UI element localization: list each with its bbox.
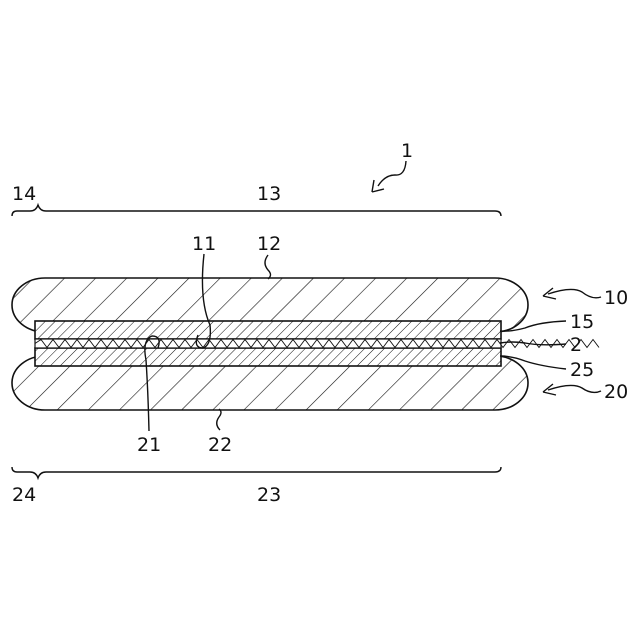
label-upper-inner-surface: 11: [192, 233, 216, 255]
leader-20: [548, 385, 601, 392]
label-upper-outer-surface: 12: [257, 233, 281, 255]
label-lower-outer-surface: 22: [208, 434, 232, 456]
upper-region-brace: [12, 205, 501, 216]
leader-22: [217, 409, 221, 430]
label-upper-edge-region: 14: [12, 183, 36, 205]
label-lower-main-region: 23: [257, 484, 281, 506]
label-lower-edge-region: 24: [12, 484, 36, 506]
label-lower-plate: 25: [570, 359, 594, 381]
label-upper-member: 10: [604, 287, 628, 309]
label-lower-inner-surface: 21: [137, 434, 161, 456]
label-separator: 2: [570, 334, 582, 356]
label-upper-main-region: 13: [257, 183, 281, 205]
leader-10: [548, 289, 601, 297]
separator-layer: [35, 339, 599, 348]
label-assembly: 1: [401, 140, 413, 162]
label-upper-plate: 15: [570, 311, 594, 333]
label-lower-member: 20: [604, 381, 628, 403]
leader-2: [500, 342, 566, 345]
leader-12: [265, 255, 271, 279]
lower-region-brace: [12, 467, 501, 478]
leader-1: [378, 161, 406, 186]
